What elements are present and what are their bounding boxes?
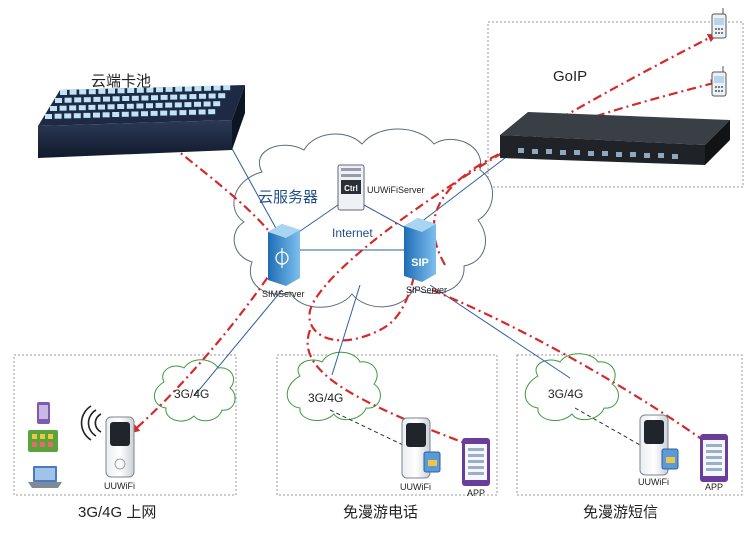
network-label-right: 3G/4G bbox=[548, 387, 584, 401]
card-pool-label: 云端卡池 bbox=[91, 73, 152, 90]
device-label-right: UUWiFi bbox=[638, 477, 669, 487]
server-icon bbox=[337, 164, 365, 211]
cloud-middle bbox=[286, 351, 381, 422]
ctrl-server-label: UUWiFiServer bbox=[367, 185, 425, 195]
goip-label: GoIP bbox=[553, 68, 588, 85]
sip-server-label: SIPServer bbox=[406, 285, 448, 295]
local-links bbox=[329, 407, 641, 446]
goip-frame bbox=[487, 21, 744, 188]
device-label-left: UUWiFi bbox=[104, 481, 135, 491]
caption-middle: 免漫游电话 bbox=[343, 504, 419, 521]
goip-gateway-icon bbox=[500, 112, 730, 165]
caption-right: 免漫游短信 bbox=[583, 504, 659, 521]
ctrl-chip-label: Ctrl bbox=[344, 184, 358, 193]
wifi-router-icon bbox=[105, 416, 135, 478]
smartphone-icon bbox=[700, 434, 728, 482]
server-icon bbox=[404, 218, 436, 282]
frame-left bbox=[13, 354, 237, 496]
app-label-middle: APP bbox=[467, 488, 486, 498]
server-icon bbox=[268, 224, 300, 286]
cloud-right bbox=[524, 353, 619, 422]
device-label-middle: UUWiFi bbox=[400, 482, 431, 492]
mobile-phone-icon bbox=[711, 66, 727, 97]
cloud-servers-label: 云服务器 bbox=[258, 189, 319, 206]
card-pool-rack-icon bbox=[38, 85, 245, 158]
network-label-left: 3G/4G bbox=[174, 387, 210, 401]
mobile-phone-icon bbox=[711, 8, 727, 39]
smartphone-icon bbox=[37, 402, 50, 424]
internet-label: Internet bbox=[332, 226, 373, 240]
smartphone-icon bbox=[462, 438, 490, 486]
tablet-icon bbox=[28, 430, 58, 452]
laptop-icon bbox=[28, 466, 62, 488]
sip-chip-label: SIP bbox=[411, 257, 429, 269]
caption-left: 3G/4G 上网 bbox=[78, 504, 157, 521]
wifi-router-icon bbox=[401, 417, 441, 479]
frame-right bbox=[516, 354, 743, 496]
network-label-middle: 3G/4G bbox=[308, 391, 344, 405]
sim-server-label: SIMServer bbox=[262, 289, 305, 299]
frame-middle bbox=[276, 354, 498, 496]
wifi-signal-icon bbox=[80, 405, 102, 441]
wifi-router-icon bbox=[639, 414, 679, 476]
app-label-right: APP bbox=[705, 482, 724, 492]
solid-links bbox=[194, 135, 571, 396]
cloud-left bbox=[154, 359, 236, 422]
